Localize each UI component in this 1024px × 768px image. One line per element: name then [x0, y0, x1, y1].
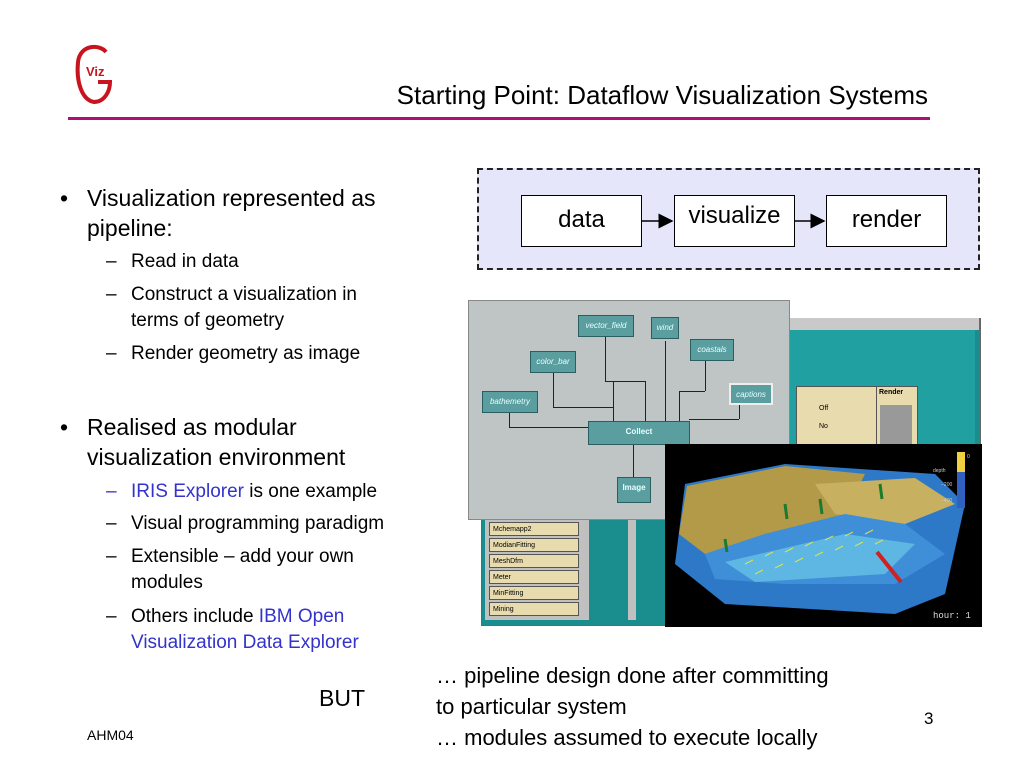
- caption-text: … pipeline design done after committing …: [436, 663, 829, 750]
- module-captions[interactable]: captions: [729, 383, 773, 405]
- pipeline-diagram: data visualize render: [477, 168, 980, 270]
- bullet-2: Realised as modular visualization enviro…: [87, 414, 346, 470]
- library-item[interactable]: Mining: [489, 602, 579, 616]
- pipeline-box-visualize: visualize: [674, 195, 795, 247]
- title-rule: [68, 117, 930, 120]
- pipeline-arrows: [642, 213, 826, 229]
- library-item[interactable]: MeshDfm: [489, 554, 579, 568]
- ocean-visualization-image: 0 −200 −400 depth hour: 1: [665, 444, 982, 627]
- bullet-dot: •: [60, 185, 69, 211]
- ibm-open-link[interactable]: IBM Open: [258, 606, 345, 627]
- sub-bullet-visual: Visual programming paradigm: [131, 513, 385, 534]
- iris-explorer-link[interactable]: IRIS Explorer: [131, 481, 244, 502]
- iris-map-area: Off No Render: [790, 330, 975, 450]
- sub-dash: –: [106, 284, 117, 305]
- but-label: BUT: [319, 685, 365, 711]
- pipeline-box-render: render: [826, 195, 947, 247]
- footer-label: AHM04: [87, 727, 134, 743]
- sub-dash: –: [106, 606, 117, 627]
- sub-dash: –: [106, 513, 117, 534]
- sub-bullet-render: Render geometry as image: [131, 343, 361, 364]
- module-coastals[interactable]: coastals: [690, 339, 734, 361]
- sub-bullet-construct: Construct a visualization in terms of ge…: [131, 284, 357, 331]
- library-item[interactable]: MinFitting: [489, 586, 579, 600]
- svg-text:Viz: Viz: [86, 64, 105, 79]
- module-image[interactable]: Image: [617, 477, 651, 503]
- sub-dash: –: [106, 251, 117, 272]
- iris-render-panel: Render: [876, 386, 918, 450]
- sub-dash: –: [106, 546, 117, 567]
- page-number: 3: [924, 709, 934, 728]
- module-collect[interactable]: Collect: [588, 421, 690, 445]
- library-item[interactable]: Mchemapp2: [489, 522, 579, 536]
- svg-text:depth: depth: [933, 468, 946, 474]
- iris-param-panel: Off No: [796, 386, 878, 450]
- sub-bullet-iris: IRIS Explorer is one example: [131, 481, 378, 502]
- svg-text:0: 0: [967, 454, 970, 460]
- gviz-logo: Viz: [70, 40, 118, 108]
- module-vector-field[interactable]: vector_field: [578, 315, 634, 337]
- svg-text:hour: 1: hour: 1: [933, 611, 971, 621]
- bullet-dot: •: [60, 414, 69, 440]
- bullet-1: Visualization represented as pipeline:: [87, 185, 376, 241]
- sub-bullet-extensible: Extensible – add your own modules: [131, 546, 354, 593]
- module-bathemetry[interactable]: bathemetry: [482, 391, 538, 413]
- library-item[interactable]: ModianFitting: [489, 538, 579, 552]
- slide-title: Starting Point: Dataflow Visualization S…: [396, 80, 928, 110]
- sub-bullet-others: Others include IBM Open Visualization Da…: [131, 604, 359, 656]
- svg-text:−200: −200: [941, 482, 952, 488]
- library-item[interactable]: Meter: [489, 570, 579, 584]
- sub-dash: –: [106, 481, 117, 502]
- sub-bullet-read: Read in data: [131, 251, 239, 272]
- svg-text:−400: −400: [941, 498, 952, 504]
- sub-dash: –: [106, 343, 117, 364]
- ibm-open-link-cont[interactable]: Visualization Data Explorer: [131, 632, 359, 653]
- module-wind[interactable]: wind: [651, 317, 679, 339]
- pipeline-box-data: data: [521, 195, 642, 247]
- module-color-bar[interactable]: color_bar: [530, 351, 576, 373]
